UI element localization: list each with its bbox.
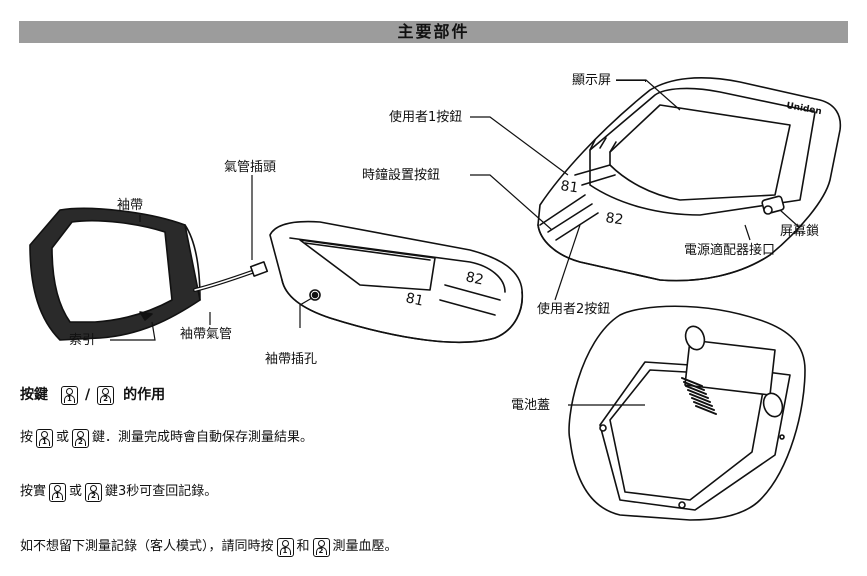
label-adapter-port: 電源適配器接口 [684,243,776,258]
user1-key-icon: 1 [276,537,294,557]
label-air-plug: 氣管插頭 [224,160,277,175]
keys-line-3-text-c: 測量血壓。 [332,539,398,554]
label-cuff: 袖帶 [117,198,144,213]
keys-line-3-text-b: 和 [296,539,310,554]
keys-line-1-text-b: 或 [56,430,70,445]
svg-text:82: 82 [604,210,624,228]
user2-key-icon: 2 [312,537,330,557]
label-index: 索引 [69,333,96,348]
keys-line-2: 按實 1 或 2 鍵3秒可查回記錄。 [20,482,217,502]
label-cuff-tube: 袖帶氣管 [180,327,233,342]
label-user2-button: 使用者2按鈕 [537,302,611,317]
keys-heading-sep: / [85,387,91,403]
svg-text:82: 82 [464,269,485,288]
monitor-front-illustration: 81 82 [269,220,524,344]
user2-key-icon: 2 [72,428,90,448]
keys-line-1: 按 1 或 2 鍵．測量完成時會自動保存測量結果。 [20,428,313,448]
section-header-bar: 主要部件 [19,21,848,43]
user1-key-icon: 1 [49,482,67,502]
user1-key-icon: 1 [61,385,78,405]
keys-line-1-text-a: 按 [20,430,34,445]
keys-heading: 按鍵 1 / 2 的作用 [20,385,165,405]
user2-key-icon: 2 [85,482,103,502]
label-display: 顯示屏 [572,73,612,88]
keys-heading-suffix: 的作用 [123,387,166,403]
section-title: 主要部件 [397,22,470,41]
label-clock-button: 時鐘設置按鈕 [362,168,441,183]
label-battery-cover: 電池蓋 [511,398,551,413]
user2-key-icon: 2 [97,385,115,405]
keys-line-3-text-a: 如不想留下測量記錄（客人模式），請同時按 [20,539,274,554]
keys-line-2-text-a: 按實 [20,484,47,499]
label-screen-lock: 屏幕鎖 [780,224,820,239]
keys-line-3: 如不想留下測量記錄（客人模式），請同時按 1 和 2 測量血壓。 [20,537,398,557]
user1-key-icon: 1 [36,428,54,448]
keys-line-2-text-c: 鍵3秒可查回記錄。 [105,484,218,499]
keys-line-1-text-c: 鍵．測量完成時會自動保存測量結果。 [92,430,314,445]
svg-text:81: 81 [559,178,579,196]
monitor-angled-illustration: 81 82 Uniden [537,77,842,282]
svg-text:81: 81 [404,290,425,309]
cuff-illustration [29,207,269,341]
label-cuff-jack: 袖帶插孔 [265,352,318,367]
keys-heading-prefix: 按鍵 [20,387,48,403]
label-user1-button: 使用者1按鈕 [389,110,463,125]
monitor-back-illustration [568,305,806,521]
keys-line-2-text-b: 或 [69,484,83,499]
